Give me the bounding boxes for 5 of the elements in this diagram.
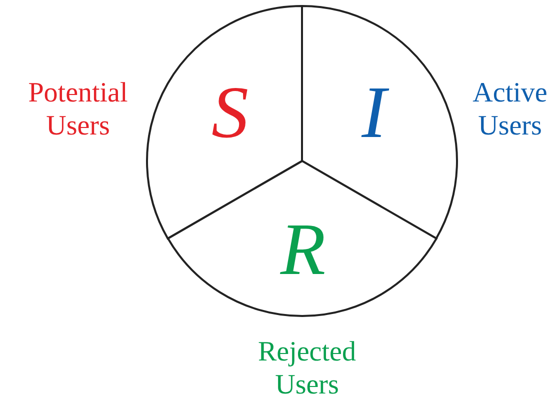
group-label: Active Users (472, 77, 548, 143)
group-label: Rejected Users (257, 336, 357, 402)
group-label: Potential Users (27, 77, 129, 143)
sector-letter: S (212, 76, 248, 150)
sector-letter: R (280, 213, 326, 287)
